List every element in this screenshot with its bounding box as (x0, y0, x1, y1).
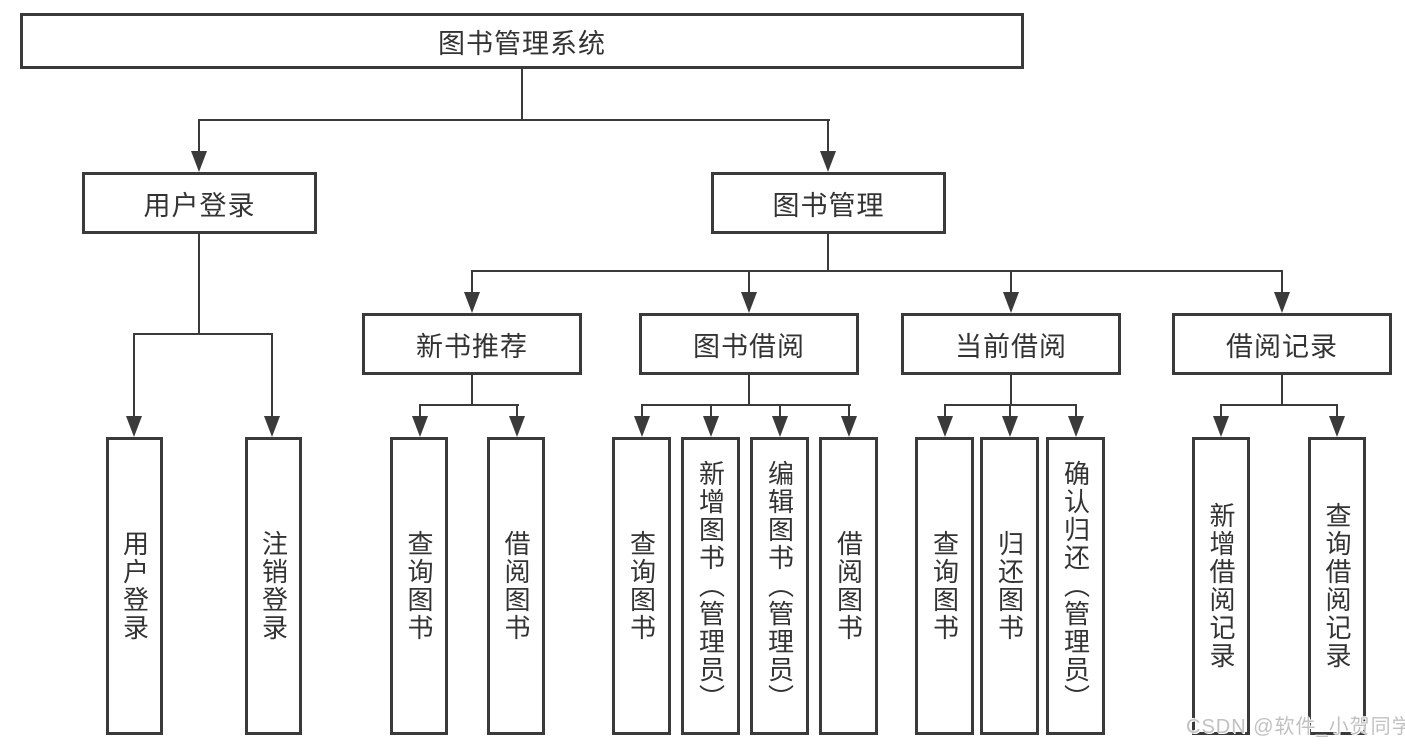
connector-book-borrow-stem (748, 375, 750, 406)
connector-drop-leaf (271, 333, 273, 417)
arrowhead-down-icon (464, 292, 480, 313)
leaf-borrow-books-label: 借阅图书 (833, 530, 864, 642)
leaf-add-book-admin: 新增图书（管理员） (681, 437, 740, 735)
arrowhead-down-icon (1329, 416, 1345, 437)
arrowhead-down-icon (412, 416, 428, 437)
node-book-borrow-label: 图书借阅 (693, 331, 805, 362)
leaf-return-book-label: 归还图书 (994, 530, 1025, 642)
connector-drop-leaf (1009, 404, 1011, 418)
leaf-query-borrow-record-label: 查询借阅记录 (1322, 502, 1352, 670)
connector-drop-new-books (471, 270, 473, 293)
arrowhead-down-icon (1068, 416, 1084, 437)
leaf-confirm-return-admin-label: 确认归还（管理员） (1060, 460, 1091, 712)
node-book-management-label: 图书管理 (772, 190, 885, 221)
arrowhead-down-icon (1003, 292, 1019, 313)
leaf-confirm-return-admin: 确认归还（管理员） (1046, 437, 1105, 735)
node-book-borrow: 图书借阅 (639, 313, 859, 375)
leaf-logout-label: 注销登录 (258, 530, 289, 642)
node-current-borrow: 当前借阅 (901, 313, 1121, 375)
connector-drop-borrow-records (1281, 270, 1283, 293)
connector-level2-rail (198, 119, 830, 121)
arrowhead-down-icon (1213, 416, 1229, 437)
leaf-borrow-books: 借阅图书 (819, 437, 878, 735)
arrowhead-down-icon (703, 416, 719, 437)
connector-current-borrow-stem (1010, 375, 1012, 406)
arrowhead-down-icon (634, 416, 650, 437)
connector-new-books-rail (419, 404, 519, 406)
node-borrow-records: 借阅记录 (1172, 313, 1392, 375)
connector-drop-book-borrow (748, 270, 750, 293)
arrowhead-down-icon (1002, 416, 1018, 437)
connector-drop-leaf (710, 404, 712, 418)
leaf-query-books-current: 查询图书 (915, 437, 974, 735)
leaf-query-books-recommend: 查询图书 (390, 437, 448, 735)
connector-drop-leaf (848, 404, 850, 418)
leaf-add-book-admin-label: 新增图书（管理员） (695, 460, 726, 712)
arrowhead-down-icon (937, 416, 953, 437)
leaf-borrow-books-recommend-label: 借阅图书 (501, 530, 531, 642)
arrowhead-down-icon (1274, 292, 1290, 313)
connector-book-management-stem (827, 234, 829, 272)
leaf-user-login-label: 用户登录 (119, 530, 150, 642)
arrowhead-down-icon (741, 292, 757, 313)
connector-level3-rail (471, 270, 1283, 272)
node-new-book-recommend-label: 新书推荐 (416, 331, 528, 362)
connector-borrow-records-rail (1220, 404, 1338, 406)
connector-drop-leaf (1075, 404, 1077, 418)
leaf-return-book: 归还图书 (980, 437, 1039, 735)
arrowhead-down-icon (191, 151, 207, 172)
connector-drop-leaf (944, 404, 946, 418)
connector-drop-leaf (779, 404, 781, 418)
node-borrow-records-label: 借阅记录 (1226, 331, 1338, 362)
leaf-query-books-recommend-label: 查询图书 (404, 530, 434, 642)
connector-drop-leaf (516, 404, 518, 418)
connector-drop-user-login (198, 119, 200, 152)
csdn-watermark: CSDN @软件_小贺同学 (1186, 716, 1405, 738)
node-user-login: 用户登录 (82, 172, 317, 234)
leaf-edit-book-admin: 编辑图书（管理员） (750, 437, 809, 735)
leaf-query-books-borrow: 查询图书 (612, 437, 671, 735)
leaf-query-borrow-record: 查询借阅记录 (1308, 437, 1366, 735)
connector-user-login-rail (133, 333, 273, 335)
arrowhead-down-icon (841, 416, 857, 437)
connector-drop-current-borrow (1010, 270, 1012, 293)
leaf-query-books-borrow-label: 查询图书 (626, 530, 657, 642)
leaf-borrow-books-recommend: 借阅图书 (487, 437, 545, 735)
connector-user-login-stem (198, 234, 200, 335)
leaf-query-books-current-label: 查询图书 (929, 530, 960, 642)
leaf-user-login: 用户登录 (106, 437, 163, 735)
connector-drop-leaf (133, 333, 135, 417)
connector-drop-leaf (641, 404, 643, 418)
connector-drop-leaf (1220, 404, 1222, 418)
node-library-system-label: 图书管理系统 (438, 28, 606, 59)
leaf-logout: 注销登录 (245, 437, 302, 735)
node-library-system: 图书管理系统 (20, 13, 1024, 69)
node-book-management: 图书管理 (711, 172, 946, 234)
connector-drop-leaf (1336, 404, 1338, 418)
leaf-add-borrow-record-label: 新增借阅记录 (1206, 502, 1236, 670)
node-new-book-recommend: 新书推荐 (362, 313, 582, 375)
leaf-edit-book-admin-label: 编辑图书（管理员） (764, 460, 795, 712)
arrowhead-down-icon (509, 416, 525, 437)
node-user-login-label: 用户登录 (143, 190, 256, 221)
arrowhead-down-icon (772, 416, 788, 437)
connector-drop-leaf (419, 404, 421, 418)
connector-new-books-stem (471, 375, 473, 406)
leaf-add-borrow-record: 新增借阅记录 (1192, 437, 1250, 735)
connector-book-borrow-rail (641, 404, 851, 406)
connector-drop-book-management (827, 119, 829, 152)
arrowhead-down-icon (820, 151, 836, 172)
connector-root-stem (521, 69, 523, 120)
connector-borrow-records-stem (1281, 375, 1283, 406)
arrowhead-down-icon (264, 416, 280, 437)
node-current-borrow-label: 当前借阅 (955, 331, 1067, 362)
arrowhead-down-icon (126, 416, 142, 437)
